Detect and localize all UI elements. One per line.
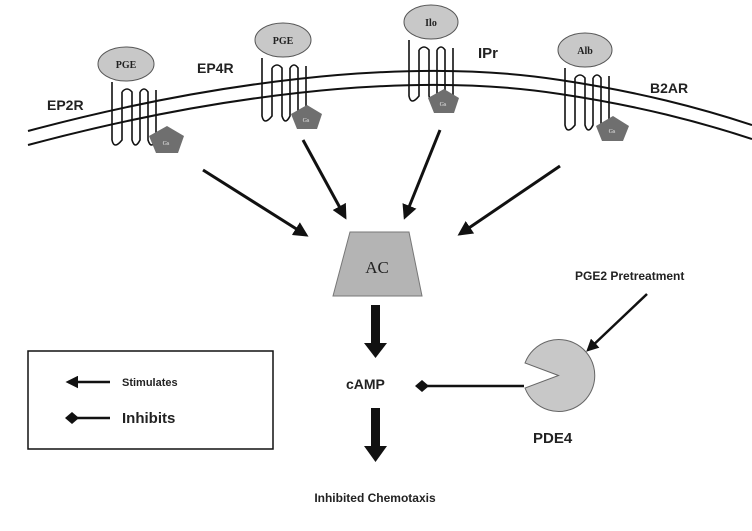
cell-membrane — [27, 69, 752, 146]
arrow-pretreatment-to-pde4 — [586, 293, 648, 352]
camp-to-chemotaxis-arrow — [364, 408, 387, 462]
ac-to-camp-arrow — [364, 305, 387, 358]
legend-stimulates-label: Stimulates — [122, 377, 178, 389]
transmembrane-helices — [111, 82, 157, 146]
legend-box — [27, 350, 274, 450]
receptor-label-ipr: IPr — [478, 45, 498, 62]
receptor-label-ep2r: EP2R — [47, 97, 84, 113]
gs-protein-icon — [428, 89, 459, 113]
receptor-ipr: Ilo Gs IPr — [403, 4, 498, 113]
pde4-label: PDE4 — [533, 430, 573, 447]
gprotein-label: Gs — [609, 129, 616, 135]
legend-stimulates-row: Stimulates — [65, 375, 178, 389]
inhibition-pde4-to-camp — [415, 380, 524, 392]
pde4-shape — [524, 339, 596, 412]
receptor-ep4r: PGE Gs EP4R — [197, 22, 322, 129]
receptor-label-ep4r: EP4R — [197, 60, 234, 76]
ligand-ilo-icon — [403, 4, 459, 40]
ac-label: AC — [365, 258, 389, 277]
outcome-label: Inhibited Chemotaxis — [314, 491, 436, 505]
ligand-pge-icon — [254, 22, 312, 58]
receptor-b2ar: Alb Gs B2AR — [557, 32, 688, 141]
arrow-ep2r-to-ac — [202, 168, 309, 237]
legend: Stimulates Inhibits — [27, 350, 274, 450]
ligand-label: Ilo — [425, 18, 437, 29]
ligand-label: PGE — [116, 60, 137, 71]
receptor-label-b2ar: B2AR — [650, 80, 688, 96]
arrow-ipr-to-ac — [402, 129, 442, 220]
inhibits-diamond-icon — [65, 412, 79, 424]
adenylyl-cyclase: AC — [332, 231, 423, 297]
ligand-label: PGE — [273, 36, 294, 47]
pretreatment-label: PGE2 Pretreatment — [575, 269, 684, 283]
legend-inhibits-label: Inhibits — [122, 410, 175, 427]
gs-protein-icon — [291, 105, 322, 129]
legend-inhibits-row: Inhibits — [65, 410, 175, 427]
receptor-ep2r: PGE Gs EP2R — [47, 46, 184, 153]
ac-shape — [332, 231, 423, 297]
pde4-enzyme: PDE4 — [524, 339, 596, 447]
ligand-alb-icon — [557, 32, 613, 68]
ligand-label: Alb — [577, 46, 593, 57]
stimulation-arrows — [202, 129, 561, 237]
ligand-pge-icon — [97, 46, 155, 82]
gprotein-label: Gs — [440, 102, 447, 108]
camp-label: cAMP — [346, 376, 385, 392]
arrow-ep4r-to-ac — [301, 139, 347, 220]
gs-protein-icon — [596, 116, 629, 141]
gprotein-label: Gs — [303, 118, 310, 124]
arrow-b2ar-to-ac — [457, 164, 561, 236]
gprotein-label: Gs — [163, 141, 170, 147]
gs-protein-icon — [149, 126, 184, 153]
